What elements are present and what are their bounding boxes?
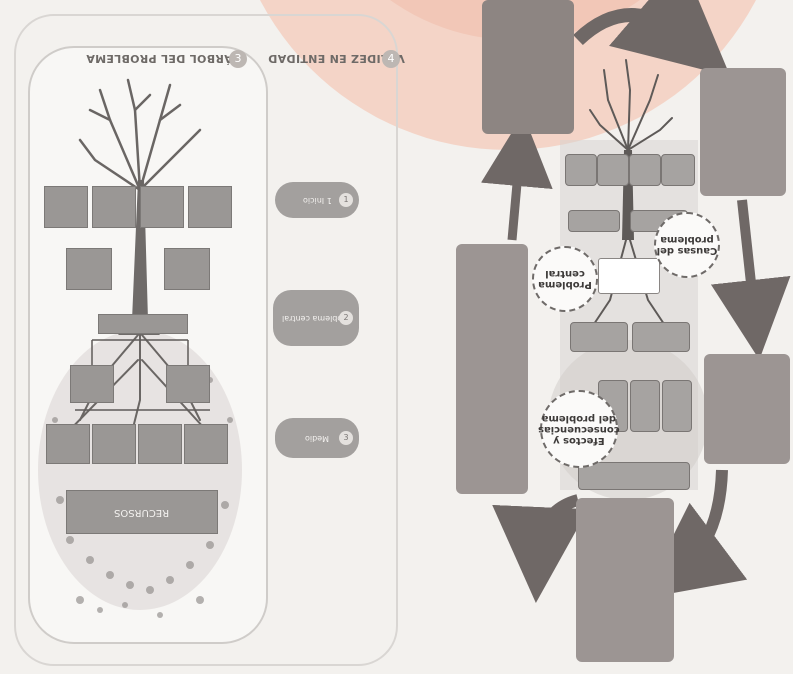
diagram-cell [661, 154, 695, 186]
side-pill: 1 Inicio 1 [275, 182, 359, 218]
tree-cause-box [92, 424, 136, 464]
diagram-cell [570, 322, 628, 352]
effects-circle: Efectos y consecuencias del problema [538, 390, 620, 468]
tree-number-badge: 3 [229, 50, 247, 68]
cycle-step-box [456, 244, 528, 494]
diagram-cell [632, 322, 690, 352]
side-pill: Medio 3 [275, 418, 359, 458]
tree-effect-box [92, 186, 136, 228]
tree-cause-box [166, 365, 210, 403]
cycle-step-box [482, 0, 574, 134]
tree-resources-box: RECURSOS [66, 490, 218, 534]
tree-effect-box [140, 186, 184, 228]
values-frame [14, 14, 398, 666]
diagram-cell [565, 154, 597, 186]
central-problem-circle-label: Problema central [538, 268, 592, 290]
causes-circle: Causas del problema [654, 212, 720, 278]
cycle-step-box [704, 354, 790, 464]
causes-circle-label: Causas del problema [656, 234, 718, 256]
tree-effect-box [66, 248, 112, 290]
values-number-badge: 4 [382, 50, 400, 68]
diagram-cell [597, 154, 629, 186]
side-pill-number: 2 [339, 311, 353, 325]
tree-cause-box [138, 424, 182, 464]
tree-cause-box [70, 365, 114, 403]
central-problem-circle: Problema central [532, 246, 598, 312]
side-pill-number: 3 [339, 431, 353, 445]
tree-cause-box [46, 424, 90, 464]
side-pill-number: 1 [339, 193, 353, 207]
cycle-step-box [700, 68, 786, 196]
central-problem-box [598, 258, 660, 294]
tree-effect-box [164, 248, 210, 290]
side-pill: Problema central 2 [273, 290, 359, 346]
diagram-cell [630, 380, 660, 432]
diagram-cell [578, 462, 690, 490]
tree-effect-box [188, 186, 232, 228]
diagram-cell [568, 210, 620, 232]
diagram-cell [662, 380, 692, 432]
diagram-cell [629, 154, 661, 186]
effects-circle-label: Efectos y consecuencias del problema [538, 412, 620, 446]
cycle-step-box [576, 498, 674, 662]
tree-central-problem-box [98, 314, 188, 334]
tree-effect-box [44, 186, 88, 228]
tree-cause-box [184, 424, 228, 464]
